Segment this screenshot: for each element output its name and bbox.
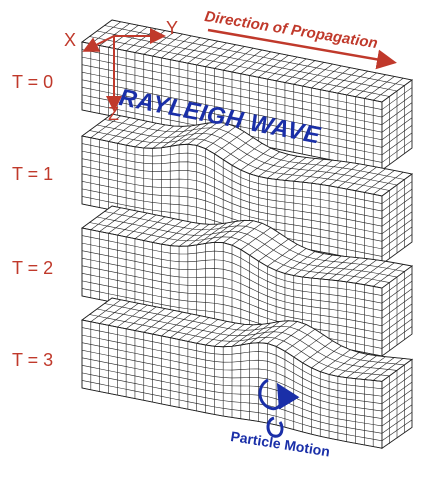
axes-triad: [82, 28, 166, 112]
time-step-label: T = 0: [12, 72, 54, 92]
mesh-block-t3: [80, 297, 414, 450]
particle-motion-icon: [258, 378, 300, 438]
propagation-arrow: [207, 28, 397, 70]
mesh-block-t2: [80, 205, 414, 357]
x-axis-arrow: [82, 35, 115, 52]
time-step-label: T = 3: [12, 350, 54, 370]
y-axis-label: Y: [166, 18, 179, 38]
x-axis-label: X: [64, 30, 77, 50]
time-step-label: T = 2: [12, 258, 54, 278]
z-axis-label: Z: [108, 104, 119, 124]
mesh-block-t1: [80, 113, 414, 265]
time-step-label: T = 1: [12, 164, 54, 184]
